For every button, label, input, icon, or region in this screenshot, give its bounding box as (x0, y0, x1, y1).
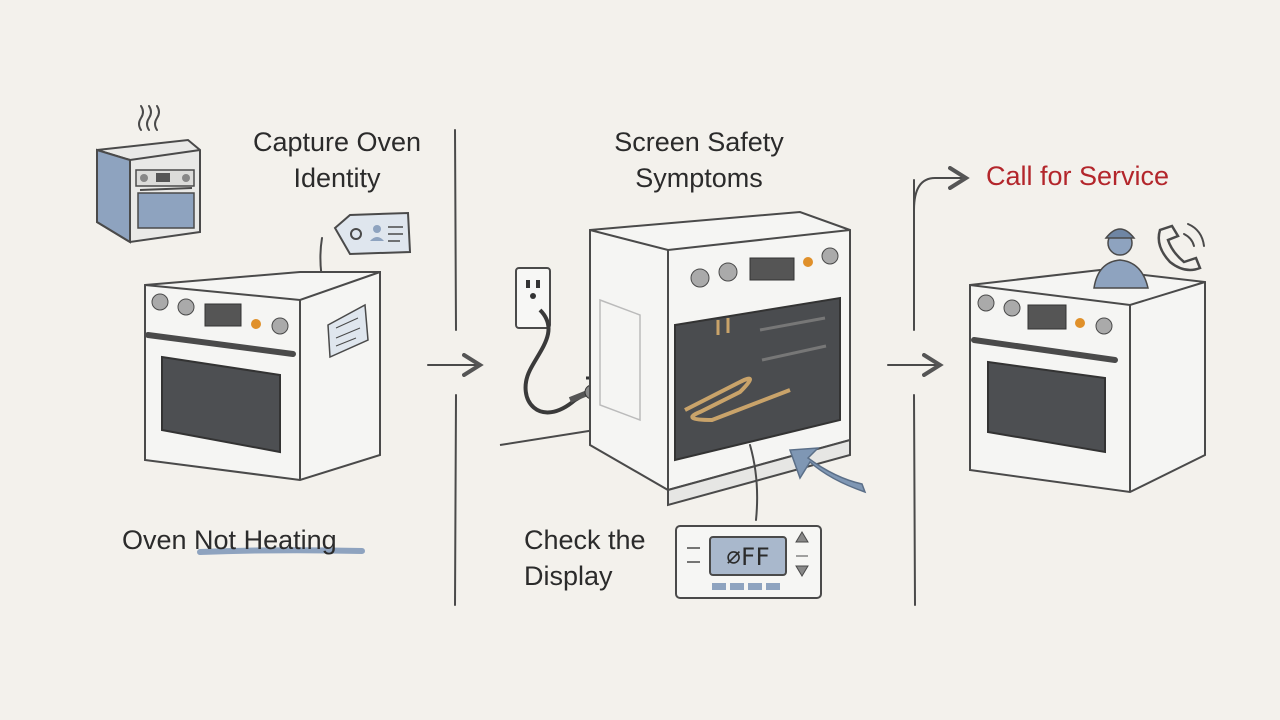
display-panel: ⌀FF (675, 525, 822, 599)
step-call-service: Call for Service (986, 161, 1170, 191)
oven-left (144, 271, 381, 482)
capture-line-1: Capture Oven (252, 127, 422, 157)
step-capture-identity: Capture Oven Identity (228, 124, 446, 196)
column-divider-right (913, 179, 916, 606)
arrow-icon (913, 166, 970, 211)
check-line-2: Display (524, 561, 613, 591)
tag-icon (319, 211, 412, 291)
highlight-underline (197, 547, 365, 555)
oven-right (969, 268, 1206, 494)
display-readout: ⌀FF (726, 543, 769, 571)
technician-icon (1093, 228, 1149, 289)
step-check-display: Check the Display (524, 522, 646, 594)
capture-line-2: Identity (293, 163, 381, 193)
problem-prefix: Oven (122, 525, 195, 555)
heat-waves-icon (138, 105, 160, 131)
phone-icon (1157, 223, 1205, 272)
attention-arrow-icon (788, 447, 867, 494)
oven-middle (589, 210, 851, 521)
screen-line-2: Symptoms (635, 163, 763, 193)
step-screen-safety: Screen Safety Symptoms (590, 124, 808, 196)
step-oven-not-heating: Oven Not Heating (122, 522, 337, 558)
check-line-1: Check the (524, 525, 646, 555)
outlet-icon (515, 267, 602, 415)
small-oven-icon (96, 138, 201, 244)
screen-line-1: Screen Safety (614, 127, 784, 157)
column-divider-left (454, 129, 457, 606)
problem-highlight: Not Heating (194, 525, 337, 555)
